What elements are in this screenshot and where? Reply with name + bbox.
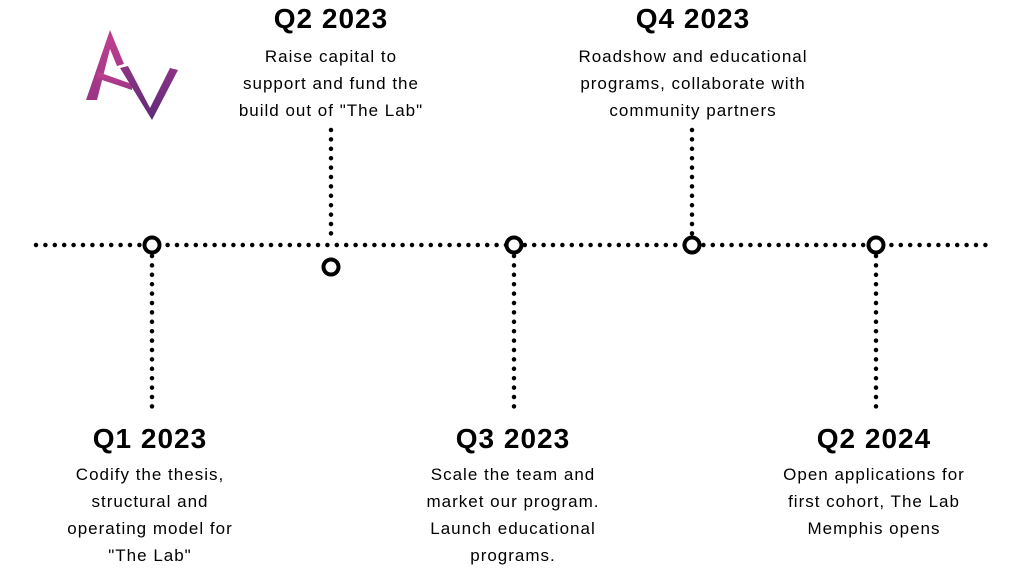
milestone-description-line: operating model for	[67, 519, 233, 538]
av-logo-icon	[86, 30, 178, 120]
logo-letter-a	[86, 30, 124, 100]
milestone-marker-q3-2023	[504, 235, 524, 255]
milestone-description-line: Open applications for	[783, 465, 965, 484]
milestone-description-line: support and fund the	[243, 74, 419, 93]
logo-letter-v	[120, 66, 178, 120]
milestone-q4-2023: Q4 2023 Roadshow and educational program…	[563, 2, 823, 124]
milestone-description-line: Codify the thesis,	[75, 465, 225, 484]
milestone-description-line: community partners	[609, 101, 777, 120]
milestone-description-line: structural and	[91, 492, 209, 511]
milestone-title: Q4 2023	[635, 3, 751, 34]
milestone-marker-q1-2023	[142, 235, 162, 255]
milestone-description-line: "The Lab"	[108, 546, 192, 565]
milestone-marker-q2-2023	[321, 257, 341, 277]
milestone-description-line: build out of "The Lab"	[238, 101, 424, 120]
milestone-title: Q2 2023	[273, 3, 389, 34]
milestone-description-line: programs.	[470, 546, 556, 565]
milestone-title: Q3 2023	[455, 423, 571, 454]
milestone-q3-2023: Q3 2023 Scale the team and market our pr…	[393, 422, 633, 569]
milestone-marker-q4-2023	[682, 235, 702, 255]
logo-letter-a-crossbar	[96, 72, 132, 90]
milestone-description-line: market our program.	[426, 492, 600, 511]
milestone-description-line: first cohort, The Lab	[788, 492, 960, 511]
milestone-marker-q2-2024	[866, 235, 886, 255]
milestone-description-line: programs, collaborate with	[580, 74, 806, 93]
milestone-description-line: Roadshow and educational	[578, 47, 808, 66]
milestone-q2-2024: Q2 2024 Open applications for first coho…	[754, 422, 994, 542]
milestone-description-line: Memphis opens	[807, 519, 941, 538]
milestone-title: Q2 2024	[816, 423, 932, 454]
milestone-q2-2023: Q2 2023 Raise capital to support and fun…	[211, 2, 451, 124]
milestone-description-line: Scale the team and	[430, 465, 596, 484]
milestone-description-line: Raise capital to	[264, 47, 398, 66]
milestone-q1-2023: Q1 2023 Codify the thesis, structural an…	[30, 422, 270, 569]
milestone-description-line: Launch educational	[430, 519, 596, 538]
milestone-title: Q1 2023	[92, 423, 208, 454]
